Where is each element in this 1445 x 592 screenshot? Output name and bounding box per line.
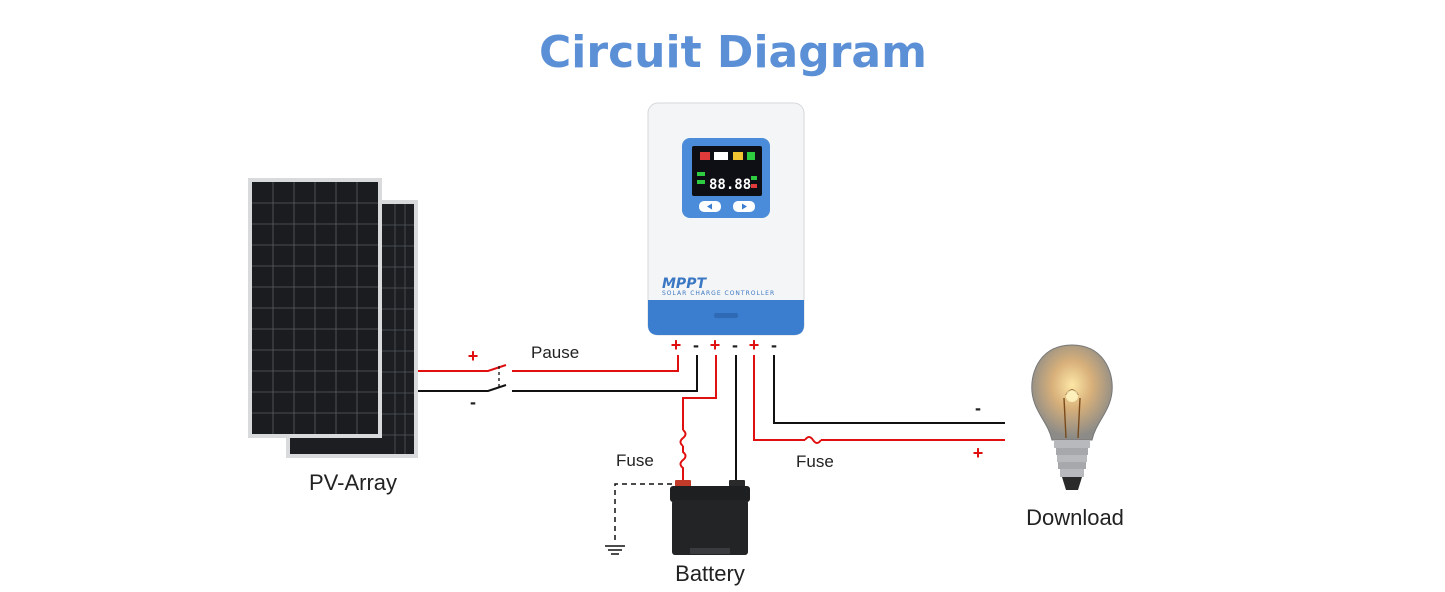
load-negative-wire <box>773 355 1005 424</box>
load-fuse-symbol <box>804 436 822 444</box>
light-bulb-icon <box>1031 344 1113 490</box>
load-negative-sign: - <box>975 398 981 418</box>
mppt-controller: 88.88 MPPT SOLAR CHARGE CONTROLLER <box>647 102 805 336</box>
controller-subtitle: SOLAR CHARGE CONTROLLER <box>662 290 775 297</box>
battery-fuse-label: Fuse <box>616 451 654 470</box>
terminal-load-negative: - <box>771 335 777 355</box>
ground-wire <box>614 483 672 544</box>
load-positive-wire <box>753 355 805 441</box>
pv-positive-sign: + <box>468 346 479 366</box>
pv-positive-wire <box>418 364 507 372</box>
pv-negative-wire-to-controller <box>512 355 698 392</box>
wiring <box>418 355 1005 544</box>
battery-fuse-symbol <box>679 446 687 484</box>
battery-fuse-top <box>679 429 687 447</box>
terminal-labels: + - + - + - <box>671 335 777 355</box>
left-arrow-icon <box>707 203 712 210</box>
ground-icon <box>605 545 625 555</box>
switch-label: Pause <box>531 343 579 362</box>
load-label: Download <box>1026 505 1124 530</box>
pv-negative-wire <box>418 384 507 392</box>
pv-array-label: PV-Array <box>309 470 397 495</box>
pv-negative-sign: - <box>470 392 476 412</box>
terminal-battery-negative: - <box>732 335 738 355</box>
right-arrow-icon <box>742 203 747 210</box>
load-positive-sign: + <box>973 443 984 463</box>
diagram-title: Circuit Diagram <box>539 27 927 78</box>
terminal-pv-negative: - <box>693 335 699 355</box>
pv-positive-wire-to-controller <box>512 355 679 372</box>
pv-array: PV-Array <box>248 178 418 495</box>
terminal-battery-positive: + <box>710 335 721 355</box>
battery-label: Battery <box>675 561 745 586</box>
lcd-digits: 88.88 <box>709 177 751 193</box>
solar-panel-front <box>248 178 382 438</box>
controller-brand: MPPT <box>662 276 707 292</box>
terminal-pv-positive: + <box>671 335 682 355</box>
load-fuse-label: Fuse <box>796 452 834 471</box>
terminal-load-positive: + <box>749 335 760 355</box>
battery: Battery <box>670 480 750 586</box>
battery-positive-wire <box>682 355 717 430</box>
